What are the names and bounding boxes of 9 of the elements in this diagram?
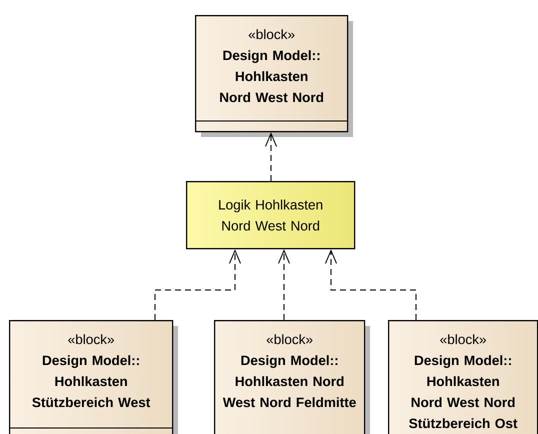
arrow [325,249,416,320]
arrow [278,249,290,320]
logic-box: Logik Hohlkasten Nord West Nord [186,181,356,250]
block-box: «block» Design Model:: Hohlkasten Nord West Nord Stützbereich Ost [388,320,538,434]
block-box: «block» Design Model:: Hohlkasten Nord West Nord [194,15,353,137]
arrow [265,132,277,182]
block-box: «block» Design Model:: Hohlkasten Nord West Nord Feldmitte [214,320,370,434]
block-box: «block» Design Model:: Hohlkasten Stützbereich West [8,320,178,434]
arrow [154,249,241,320]
